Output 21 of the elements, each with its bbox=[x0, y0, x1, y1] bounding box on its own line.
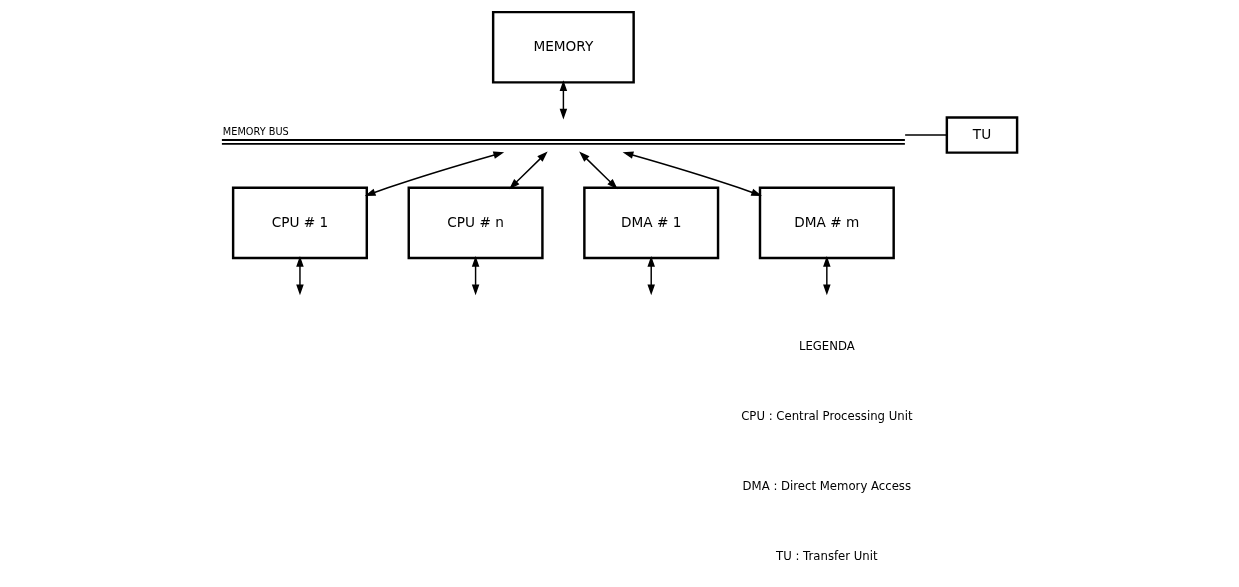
connector bbox=[904, 134, 948, 136]
label: LEGENDA bbox=[798, 338, 855, 353]
label: DMA : Direct Memory Access bbox=[742, 479, 912, 494]
arrow bbox=[471, 255, 480, 296]
arrow bbox=[509, 151, 548, 190]
arrow bbox=[296, 255, 304, 296]
node-label: MEMORY BUS bbox=[222, 126, 289, 138]
arrow bbox=[559, 80, 568, 120]
arrow bbox=[647, 255, 655, 296]
label: TU : Transfer Unit bbox=[776, 549, 878, 564]
node-box: MEMORY bbox=[491, 10, 635, 84]
arrow bbox=[622, 151, 762, 196]
label: CPU : Central Processing Unit bbox=[741, 408, 913, 423]
arrow bbox=[364, 151, 505, 196]
node-box: DMA # m bbox=[758, 186, 895, 260]
arrow bbox=[579, 151, 618, 190]
node-box: TU bbox=[945, 116, 1019, 154]
arrow bbox=[823, 255, 831, 296]
node-box: CPU # n bbox=[407, 186, 544, 260]
node-box: DMA # 1 bbox=[583, 186, 720, 260]
node-box: CPU # 1 bbox=[231, 186, 368, 260]
